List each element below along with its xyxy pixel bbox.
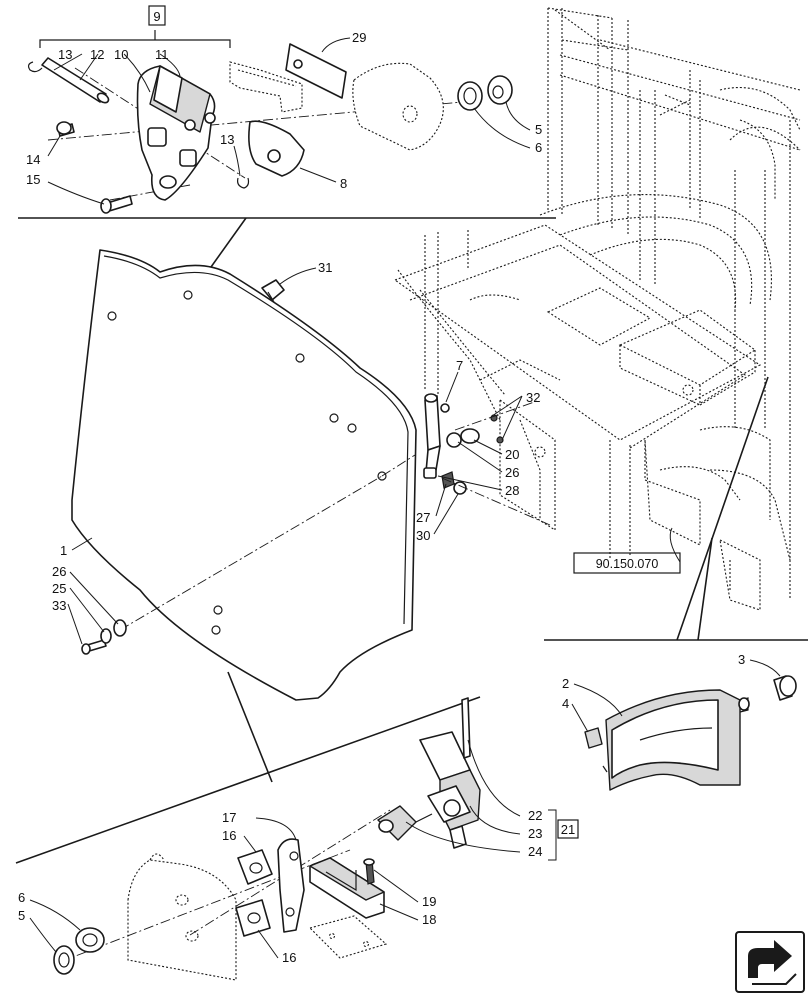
washer-6 (457, 81, 483, 111)
callout-26: 26 (505, 465, 519, 480)
callout-27: 27 (416, 510, 430, 525)
nut-5 (487, 75, 513, 105)
washer-25 (100, 628, 112, 644)
clip-31 (261, 279, 285, 301)
callout-28: 28 (505, 483, 519, 498)
callout-31: 31 (318, 260, 332, 275)
latch-plate (285, 43, 347, 99)
callout-6b: 6 (18, 890, 25, 905)
callout-17: 17 (222, 810, 236, 825)
washer-26 (113, 619, 127, 637)
callout-8: 8 (340, 176, 347, 191)
callout-2: 2 (562, 676, 569, 691)
callout-24: 24 (528, 844, 542, 859)
callout-26b: 26 (52, 564, 66, 579)
callout-14: 14 (26, 152, 40, 167)
callout-29: 29 (352, 30, 366, 45)
reference-label[interactable]: 90.150.070 (573, 552, 681, 574)
callout-15: 15 (26, 172, 40, 187)
cab-frame (393, 7, 801, 611)
callout-13: 13 (58, 47, 72, 62)
separator-lines (15, 217, 808, 864)
gas-strut-group (423, 393, 551, 526)
spacer-16b (235, 899, 271, 937)
callout-labels: 9 13 12 10 11 29 5 6 14 13 15 8 31 7 32 … (18, 5, 745, 965)
fender-group (584, 675, 797, 791)
callout-22: 22 (528, 808, 542, 823)
callout-32: 32 (526, 390, 540, 405)
gas-strut (424, 395, 441, 451)
callout-20: 20 (505, 447, 519, 462)
callout-9: 9 (153, 9, 160, 24)
strike-plate (277, 838, 305, 933)
callout-10: 10 (114, 47, 128, 62)
callout-12: 12 (90, 47, 104, 62)
callout-6: 6 (535, 140, 542, 155)
callout-16: 16 (222, 828, 236, 843)
callout-23: 23 (528, 826, 542, 841)
callout-1: 1 (60, 543, 67, 558)
callout-box-21 (557, 819, 579, 839)
spacer-16a (237, 849, 273, 885)
washer-6b (75, 927, 105, 953)
hinge-pin (41, 57, 107, 103)
callout-5: 5 (535, 122, 542, 137)
stud-27 (441, 471, 455, 489)
bushing-20 (460, 428, 480, 444)
reference-code[interactable]: 90.150.070 (596, 557, 659, 571)
callout-13b: 13 (220, 132, 234, 147)
callout-7: 7 (456, 358, 463, 373)
lock-detail-group (53, 697, 481, 981)
nut-5b (53, 945, 75, 975)
pad-8 (248, 120, 305, 177)
next-page-arrow-icon[interactable] (735, 931, 805, 993)
callout-33: 33 (52, 598, 66, 613)
circlip-small (237, 177, 250, 189)
washer-26b (446, 432, 462, 448)
nut-4 (584, 727, 603, 749)
callout-3: 3 (738, 652, 745, 667)
callout-box-9 (148, 5, 166, 26)
callout-5b: 5 (18, 908, 25, 923)
callout-21: 21 (561, 822, 575, 837)
callout-30: 30 (416, 528, 430, 543)
callout-25: 25 (52, 581, 66, 596)
hinge-detail-group (27, 30, 513, 214)
circlip (27, 61, 43, 73)
callout-11: 11 (155, 47, 169, 62)
glass-panel-group (71, 249, 417, 701)
leader-lines (29, 37, 781, 959)
callout-4: 4 (562, 696, 569, 711)
glass-panel (71, 249, 417, 701)
callout-19: 19 (422, 894, 436, 909)
callout-18: 18 (422, 912, 436, 927)
callout-16b: 16 (282, 950, 296, 965)
